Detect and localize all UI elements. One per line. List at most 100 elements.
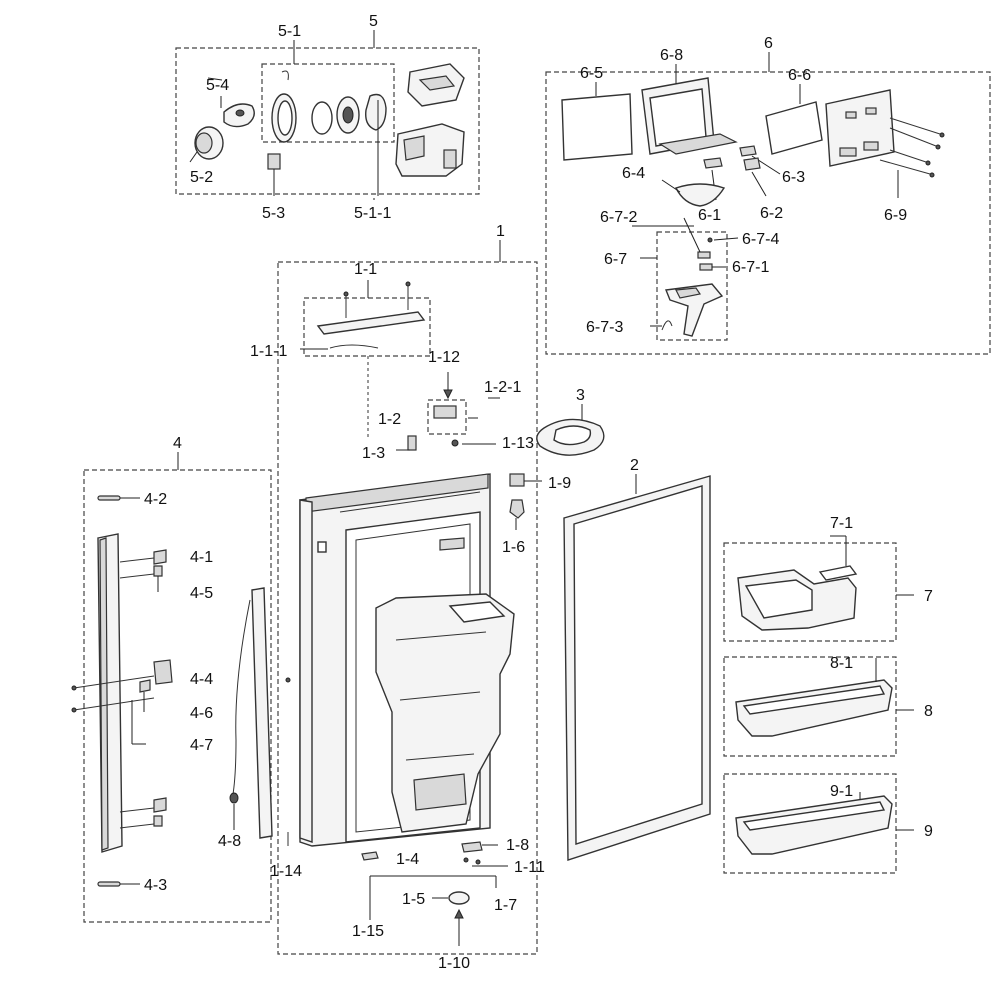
board-6-6-part <box>765 101 823 155</box>
label-1-4: 1-4 <box>396 851 419 868</box>
label-6-4: 6-4 <box>622 165 645 182</box>
middle-mount-part <box>153 659 173 685</box>
label-8: 8 <box>924 703 933 720</box>
group-1-frame <box>277 261 538 955</box>
hinge-block-part <box>433 405 457 419</box>
label-1-2: 1-2 <box>378 411 401 428</box>
group-1-1-frame <box>303 297 431 357</box>
label-1-11: 1-11 <box>514 859 545 876</box>
group-1-assembly <box>277 240 542 955</box>
group-4-frame <box>83 469 272 923</box>
part-6-7-2 <box>697 251 711 259</box>
label-5-2: 5-2 <box>190 169 213 186</box>
label-1-1: 1-1 <box>354 261 377 278</box>
group-7-assembly <box>723 535 914 642</box>
label-4: 4 <box>173 435 182 452</box>
label-6-8: 6-8 <box>660 47 683 64</box>
label-4-4: 4-4 <box>190 671 213 688</box>
hinge-cover-part <box>316 311 426 335</box>
label-6-7: 6-7 <box>604 251 627 268</box>
gear-rings-part <box>271 70 387 196</box>
label-9-1: 9-1 <box>830 783 853 800</box>
part-3-gasket <box>536 404 605 456</box>
cap-part <box>220 96 255 128</box>
label-1-3: 1-3 <box>362 445 385 462</box>
label-1-7: 1-7 <box>494 897 517 914</box>
part-6-3 <box>739 145 757 157</box>
label-4-1: 4-1 <box>190 549 213 566</box>
part-6-1 <box>703 157 723 169</box>
label-5: 5 <box>369 13 378 30</box>
label-1-2-1: 1-2-1 <box>484 379 521 396</box>
label-1-13: 1-13 <box>502 435 534 452</box>
label-6-6: 6-6 <box>788 67 811 84</box>
label-6-7-2: 6-7-2 <box>600 209 637 226</box>
label-6-9: 6-9 <box>884 207 907 224</box>
part-2-door-gasket <box>563 474 711 861</box>
part-1-13 <box>451 439 459 447</box>
label-8-1: 8-1 <box>830 655 853 672</box>
group-5-assembly <box>175 30 480 196</box>
bracket-part <box>267 153 281 196</box>
label-5-1: 5-1 <box>278 23 301 40</box>
label-4-7: 4-7 <box>190 737 213 754</box>
lever-6-7-part <box>661 283 724 337</box>
group-6-7-frame <box>656 231 728 341</box>
group-9-frame <box>723 773 897 874</box>
label-2: 2 <box>630 457 639 474</box>
group-1-2-frame <box>427 399 467 435</box>
label-4-5: 4-5 <box>190 585 213 602</box>
label-4-6: 4-6 <box>190 705 213 722</box>
upper-mount-part <box>153 549 167 565</box>
group-5-1-frame <box>261 63 395 143</box>
part-1-8 <box>461 841 483 853</box>
label-1-5: 1-5 <box>402 891 425 908</box>
part-labels: 5 5-1 5-4 5-2 5-3 5-1-1 6 6-5 6-8 6-6 6-… <box>144 13 933 972</box>
label-7-1: 7-1 <box>830 515 853 532</box>
label-5-1-1: 5-1-1 <box>354 205 391 222</box>
part-6-7-1 <box>699 263 713 271</box>
frame-6-8-part <box>641 64 738 155</box>
ice-bucket-top-part <box>407 63 465 107</box>
label-5-4: 5-4 <box>206 77 229 94</box>
part-1-6 <box>509 499 525 519</box>
label-6-7-1: 6-7-1 <box>732 259 769 276</box>
label-9: 9 <box>924 823 933 840</box>
label-1-9: 1-9 <box>548 475 571 492</box>
label-4-2: 4-2 <box>144 491 167 508</box>
part-1-9 <box>509 473 525 487</box>
pin-1-3-part <box>407 435 417 451</box>
bottom-hinge-part <box>448 891 470 905</box>
label-6-3: 6-3 <box>782 169 805 186</box>
trim-strip-part <box>251 587 273 839</box>
leader-lines <box>207 77 739 867</box>
lower-mount-part <box>153 797 167 813</box>
door-body-part <box>299 473 515 847</box>
label-6: 6 <box>764 35 773 52</box>
group-4-assembly <box>71 452 273 923</box>
label-1-15: 1-15 <box>352 923 384 940</box>
group-8-assembly <box>723 656 914 757</box>
label-1-14: 1-14 <box>270 863 302 880</box>
group-9-assembly <box>723 773 914 874</box>
ice-bucket-body-part <box>395 123 465 177</box>
group-6-frame <box>545 71 991 355</box>
group-5-frame <box>175 47 480 195</box>
chute-6-4-part <box>675 183 726 207</box>
label-1: 1 <box>496 223 505 240</box>
label-1-10: 1-10 <box>438 955 470 972</box>
label-1-6: 1-6 <box>502 539 525 556</box>
part-1-4 <box>361 851 379 861</box>
label-5-3: 5-3 <box>262 205 285 222</box>
group-6-assembly <box>545 52 991 355</box>
label-1-8: 1-8 <box>506 837 529 854</box>
label-3: 3 <box>576 387 585 404</box>
label-1-1-1: 1-1-1 <box>250 343 287 360</box>
part-6-7-4 <box>707 237 713 243</box>
label-6-5: 6-5 <box>580 65 603 82</box>
label-6-7-4: 6-7-4 <box>742 231 779 248</box>
label-4-3: 4-3 <box>144 877 167 894</box>
label-4-8: 4-8 <box>218 833 241 850</box>
label-6-2: 6-2 <box>760 205 783 222</box>
